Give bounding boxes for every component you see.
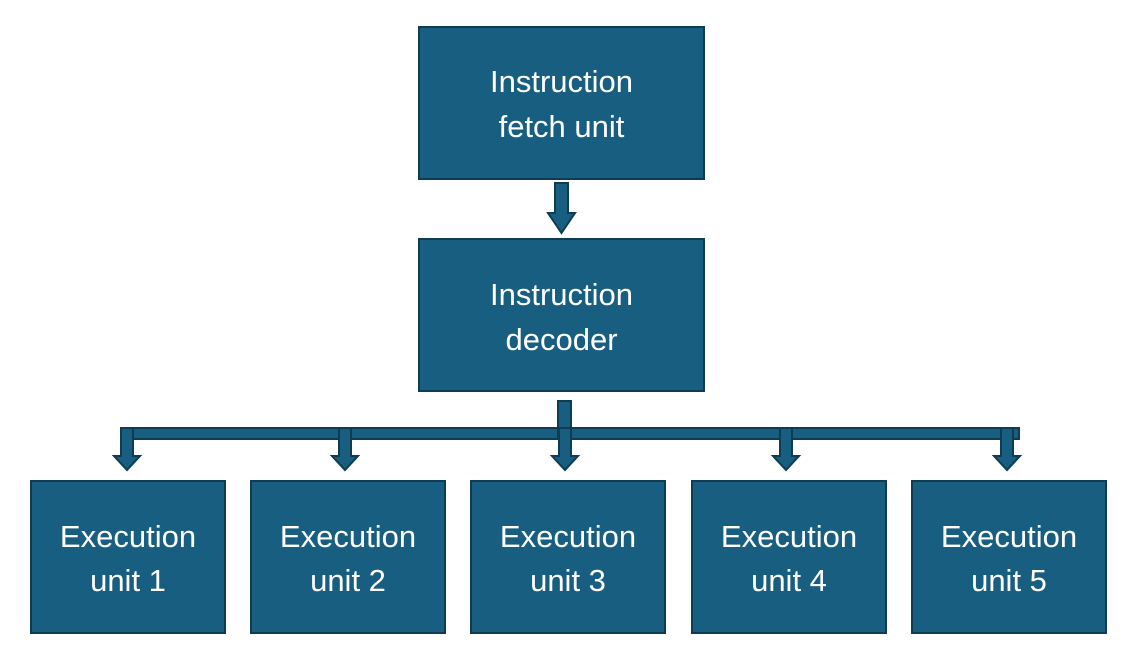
execution-unit-4-box: Execution unit 4 bbox=[691, 480, 887, 634]
decoder-label-line1: Instruction bbox=[490, 277, 633, 312]
execution-unit-4-label-line2: unit 4 bbox=[751, 563, 827, 598]
arrow-to-execution-unit-2 bbox=[329, 427, 361, 472]
execution-unit-1-box: Execution unit 1 bbox=[30, 480, 226, 634]
execution-unit-2-label-line1: Execution bbox=[280, 519, 416, 554]
fetch-unit-label-line2: fetch unit bbox=[499, 109, 625, 144]
decoder-label-line2: decoder bbox=[505, 322, 617, 357]
arrow-to-execution-unit-3 bbox=[549, 427, 581, 472]
decoder-branch-connectors bbox=[111, 400, 1023, 472]
execution-unit-4-label-line1: Execution bbox=[721, 519, 857, 554]
arrow-to-execution-unit-5 bbox=[991, 427, 1023, 472]
fetch-unit-label-line1: Instruction bbox=[490, 64, 633, 99]
arrow-to-execution-unit-1 bbox=[111, 427, 143, 472]
fetch-to-decoder-arrow bbox=[546, 182, 577, 235]
execution-unit-1-label-line2: unit 1 bbox=[90, 563, 166, 598]
execution-unit-1-label-line1: Execution bbox=[60, 519, 196, 554]
decoder-box: Instruction decoder bbox=[418, 238, 705, 392]
execution-unit-3-label-line2: unit 3 bbox=[530, 563, 606, 598]
execution-unit-2-box: Execution unit 2 bbox=[250, 480, 446, 634]
fetch-unit-box: Instruction fetch unit bbox=[418, 26, 705, 180]
execution-unit-5-label-line1: Execution bbox=[941, 519, 1077, 554]
execution-unit-5-label-line2: unit 5 bbox=[971, 563, 1047, 598]
execution-unit-3-label-line1: Execution bbox=[500, 519, 636, 554]
arrow-to-execution-unit-4 bbox=[770, 427, 802, 472]
execution-unit-2-label-line2: unit 2 bbox=[310, 563, 386, 598]
execution-unit-5-box: Execution unit 5 bbox=[911, 480, 1107, 634]
execution-unit-3-box: Execution unit 3 bbox=[470, 480, 666, 634]
